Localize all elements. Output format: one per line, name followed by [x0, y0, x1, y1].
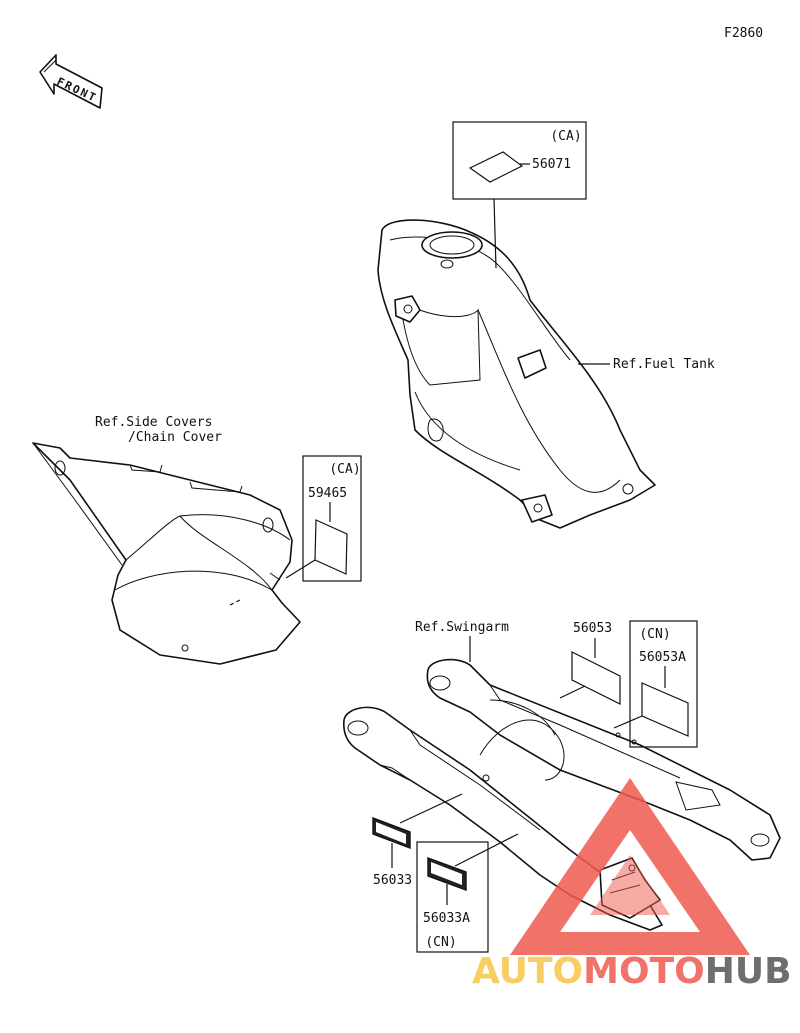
svg-text:AUTOMOTOHUB: AUTOMOTOHUB: [472, 951, 792, 992]
label-box-cn-56053a: (CN) 56053A: [629, 620, 698, 748]
decal-59465: [314, 519, 348, 575]
decal-56071: [468, 151, 524, 183]
part-number-56053: 56053: [573, 621, 612, 636]
region-tag-ca-2: (CA): [329, 462, 360, 477]
label-56033: 56033: [372, 816, 412, 888]
label-56053: 56053: [571, 621, 621, 705]
figure-code: F2860: [724, 26, 763, 41]
label-box-cn-56033a: 56033A (CN): [416, 841, 489, 953]
watermark-moto: MOTO: [583, 951, 705, 992]
decal-56053a: [641, 682, 689, 737]
label-box-ca-56071: (CA) 56071: [452, 121, 587, 200]
region-tag-cn-2: (CN): [425, 935, 456, 950]
region-tag-ca: (CA): [550, 129, 581, 144]
part-number-56033: 56033: [373, 873, 412, 888]
ref-swingarm-label: Ref.Swingarm: [415, 620, 509, 635]
ref-chain-cover-label: /Chain Cover: [128, 430, 222, 445]
part-number-56071: 56071: [532, 157, 571, 172]
front-arrow-icon: FRONT: [39, 54, 103, 109]
part-number-56053a: 56053A: [639, 650, 686, 665]
part-number-56033a: 56033A: [423, 911, 470, 926]
side-cover-illustration: [32, 442, 301, 665]
automotohub-watermark: AUTOMOTOHUB: [472, 778, 792, 992]
decal-56053: [571, 651, 621, 705]
fuel-tank-illustration: [377, 219, 656, 529]
ref-fuel-tank-label: Ref.Fuel Tank: [613, 357, 715, 372]
region-tag-cn: (CN): [639, 627, 670, 642]
watermark-auto: AUTO: [472, 951, 583, 992]
ref-side-covers-label: Ref.Side Covers: [95, 415, 212, 430]
label-box-ca-59465: (CA) 59465: [302, 455, 362, 582]
watermark-hub: HUB: [705, 951, 792, 992]
part-number-59465: 59465: [308, 486, 347, 501]
watermark-triangle-icon: [510, 778, 750, 955]
